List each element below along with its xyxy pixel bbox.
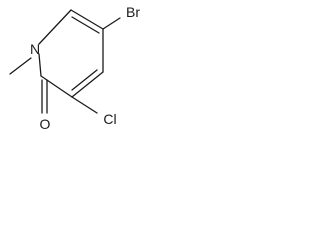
atom-label-br: Br xyxy=(126,4,140,20)
bond-c4-c3 xyxy=(71,71,104,98)
bond-n1-methyl xyxy=(9,57,32,75)
bond-c4-br xyxy=(102,17,121,30)
bond-c6-c5 xyxy=(70,9,104,30)
molecule-structure: Br N Cl O xyxy=(9,4,140,132)
bond-n1-c6 xyxy=(38,9,72,45)
bond-c3-c2 xyxy=(40,75,73,98)
bond-c4-c3-inner xyxy=(71,69,98,91)
bond-c2-n1 xyxy=(38,53,42,77)
atom-label-n: N xyxy=(30,41,40,57)
bond-c3-cl xyxy=(71,96,98,114)
bond-c6-c5-inner xyxy=(71,16,100,34)
atom-label-cl: Cl xyxy=(103,111,116,127)
atom-label-o: O xyxy=(40,116,51,132)
